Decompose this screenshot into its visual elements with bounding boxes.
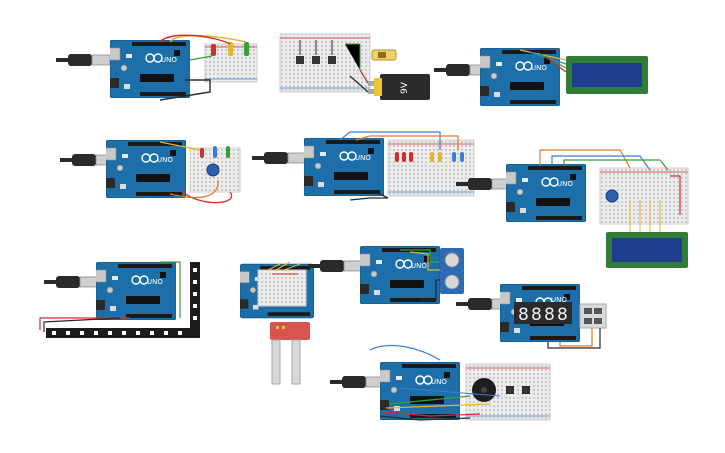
circuit-led-breadboard-1: UNO [56, 34, 258, 101]
dip-switch[interactable] [579, 303, 607, 329]
circuit-neopixel-strip: UNO [39, 261, 200, 338]
board-brand-label: UNO [431, 378, 447, 386]
circuit-ultrasonic: UNO [308, 246, 464, 304]
circuit-rgb-potentiometer: UNO [60, 140, 241, 204]
board-brand-label: UNO [355, 154, 371, 162]
arduino-uno-board[interactable] [94, 262, 176, 320]
battery-9v: 9V [368, 74, 430, 100]
board-brand-label: UNO [161, 56, 177, 64]
push-button[interactable] [296, 56, 304, 64]
board-brand-label: UNO [531, 64, 547, 72]
board-brand-label: UNO [551, 296, 567, 304]
led-red [200, 148, 204, 158]
arduino-uno-board[interactable] [302, 138, 384, 196]
usb-cable [252, 150, 308, 166]
led-red [211, 44, 216, 56]
push-button[interactable] [522, 386, 530, 394]
usb-cable [330, 374, 386, 390]
potentiometer-knob[interactable] [605, 189, 619, 203]
seven-segment-digit: 8 [544, 305, 555, 325]
led-row [211, 42, 249, 56]
ultrasonic-sensor [440, 248, 464, 294]
arduino-uno-board[interactable] [478, 48, 560, 106]
arduino-uno-board[interactable] [378, 362, 460, 420]
push-button[interactable] [506, 386, 514, 394]
usb-cable [56, 52, 112, 68]
board-brand-label: UNO [147, 278, 163, 286]
seven-segment-digit: 8 [518, 305, 529, 325]
usb-cable [308, 258, 364, 274]
led-green [226, 146, 230, 158]
usb-cable [434, 62, 490, 78]
neopixel-strip [46, 262, 200, 338]
led-green [244, 42, 249, 56]
circuit-seven-segment: UNO 8 8 8 8 [456, 284, 607, 349]
circuit-lcd-potentiometer: UNO [456, 149, 689, 268]
usb-cable [44, 274, 100, 290]
led-yellow [228, 42, 233, 56]
push-button-group [296, 56, 336, 64]
seven-segment-digit: 8 [531, 305, 542, 325]
usb-cable [60, 152, 116, 168]
board-brand-label: UNO [557, 180, 573, 188]
arduino-uno-board[interactable] [504, 164, 586, 222]
circuit-buzzer-buttons: UNO [330, 344, 551, 421]
potentiometer-knob[interactable] [206, 163, 220, 177]
circuit-lcd-1: UNO [434, 48, 648, 106]
lcd-16x2 [566, 56, 648, 94]
board-brand-label: UNO [411, 262, 427, 270]
led-blue [213, 146, 217, 158]
push-button[interactable] [312, 56, 320, 64]
led-row [395, 152, 464, 162]
seven-segment-digit: 8 [557, 305, 568, 325]
circuit-led-breadboard-2: UNO [252, 131, 475, 201]
circuit-soil-moisture: UNO [240, 261, 314, 385]
seven-segment-display: 8 8 8 8 [514, 302, 572, 325]
battery-label: 9V [400, 81, 410, 94]
arduino-uno-board[interactable] [108, 40, 190, 98]
soil-moisture-sensor [270, 322, 310, 385]
arduino-uno-board[interactable] [104, 140, 186, 198]
push-button[interactable] [328, 56, 336, 64]
board-brand-label: UNO [157, 156, 173, 164]
lcd-16x2 [606, 232, 688, 268]
circuit-buttons-battery: 9V [279, 33, 430, 100]
